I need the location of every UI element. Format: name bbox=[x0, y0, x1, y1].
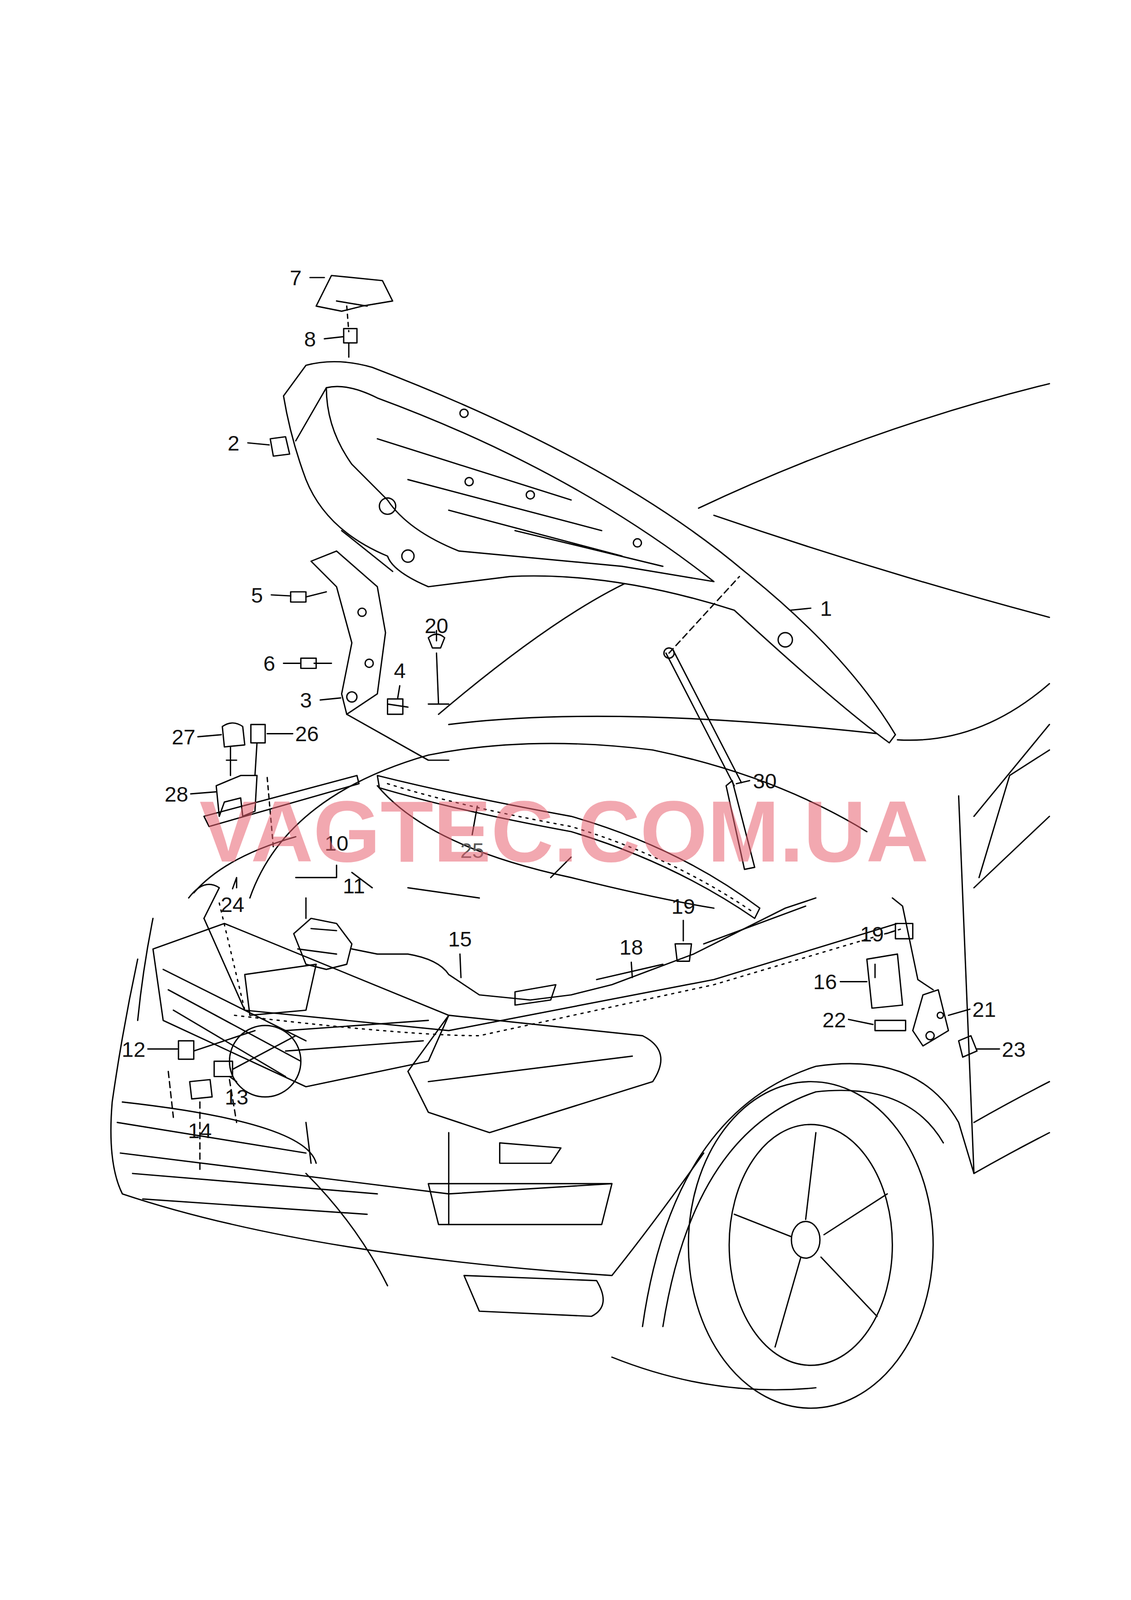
callout-number: 11 bbox=[342, 874, 366, 897]
callout-number: 5 bbox=[251, 583, 263, 606]
callout-number: 1 bbox=[819, 597, 832, 619]
watermark: VAGTEC.COM.UA bbox=[199, 788, 929, 875]
callout-number: 16 bbox=[813, 970, 837, 993]
callout-number: 19 bbox=[859, 922, 884, 944]
callout-number: 15 bbox=[448, 928, 472, 950]
callout-number: 13 bbox=[224, 1086, 249, 1108]
callout-number: 18 bbox=[619, 936, 643, 958]
callout-number: 19 bbox=[671, 895, 696, 917]
callout-number: 14 bbox=[187, 1119, 212, 1141]
callout-number: 4 bbox=[393, 659, 406, 682]
callout-number: 21 bbox=[972, 998, 996, 1020]
callout-number: 28 bbox=[164, 783, 188, 805]
callout-number: 26 bbox=[295, 722, 319, 745]
callout-number: 8 bbox=[304, 327, 317, 350]
callout-number: 6 bbox=[263, 652, 276, 674]
callout-number: 24 bbox=[220, 893, 245, 915]
callout-number: 27 bbox=[171, 726, 196, 748]
callout-number: 7 bbox=[289, 266, 302, 289]
callout-number: 22 bbox=[822, 1008, 846, 1030]
callout-number: 3 bbox=[300, 689, 312, 711]
callout-number: 20 bbox=[424, 614, 449, 637]
callout-number: 23 bbox=[1002, 1037, 1026, 1060]
callout-number: 2 bbox=[227, 432, 240, 454]
callout-number: 12 bbox=[121, 1037, 146, 1060]
